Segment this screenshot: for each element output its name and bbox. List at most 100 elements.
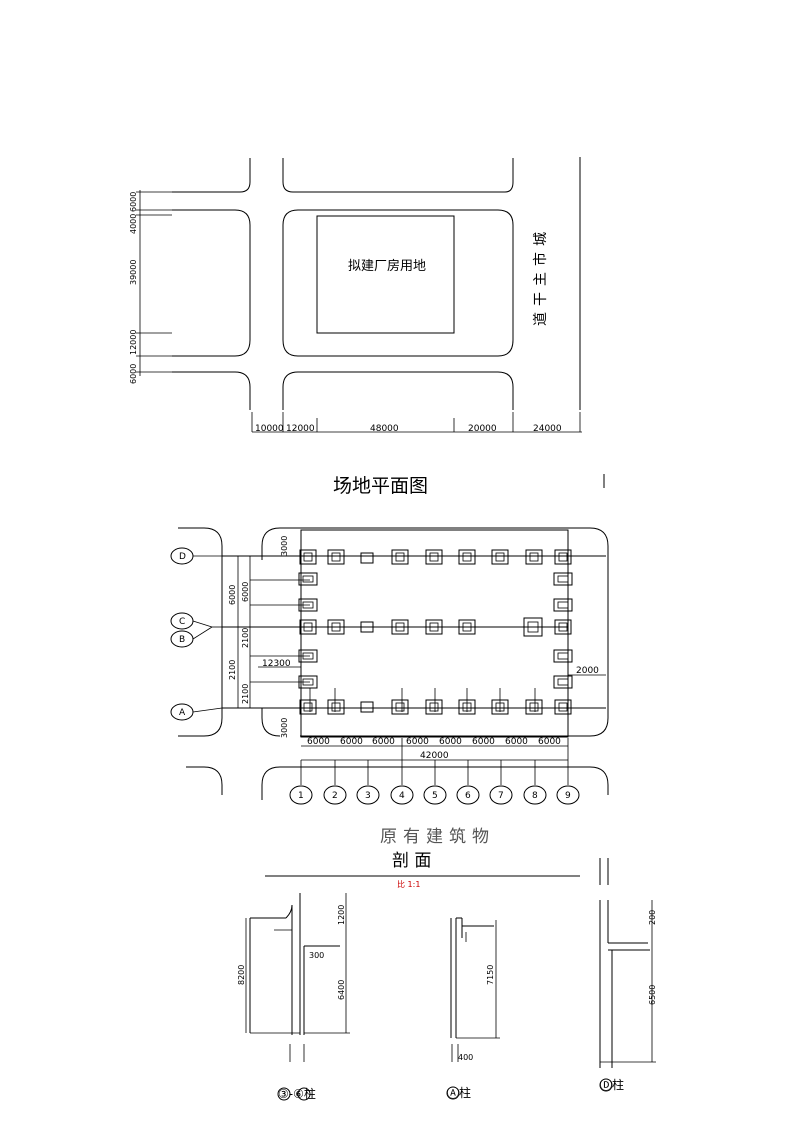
axis-bubble-9 [556,785,580,805]
section-column-3: 6500 200 Ⓓ柱 [599,858,657,1092]
axis-label: A [179,708,186,718]
dim-label: 7150 [486,965,495,985]
axis-label: 8 [532,791,538,801]
road-edge [178,527,223,737]
dim-label: 39000 [129,260,138,285]
axis-label: 1 [298,791,304,801]
dim-label: 2100 [241,628,250,648]
column-label: ③-⑥柱 [278,1086,316,1101]
columns-top-row [299,549,572,565]
axis-bubble-4 [390,785,414,805]
dim-label: 12300 [262,659,291,669]
columns-bottom-row [299,699,572,715]
axis-leader [192,620,213,628]
dim-label: 12000 [286,424,315,434]
road-label-char: 主 [533,272,549,286]
road-label-char: 干 [533,292,549,306]
section-column-2: 7150 400 Ⓐ柱 [446,917,500,1100]
dim-label: 400 [458,1053,473,1062]
road-edge [282,158,514,193]
dim-label: 1200 [337,905,346,925]
axis-label: 5 [432,791,438,801]
axis-bubble-3 [356,785,380,805]
axis-label: 2 [332,791,338,801]
axis-label: 6 [465,791,471,801]
row-axis-bubbles: D C B A [170,547,223,721]
road-label-char: 道 [533,312,549,326]
axis-label: C [179,617,185,627]
axis-bubble [446,1086,460,1100]
plot-rectangle [316,215,455,334]
column-axis-bubbles: 1 2 3 4 5 6 7 8 9 [289,738,580,805]
dim-label: 48000 [370,424,399,434]
dim-label: 42000 [420,751,449,761]
road-edge [280,766,609,795]
axis-bubble-1 [289,785,313,805]
dim-label: 4000 [129,214,138,234]
dim-label: 3000 [280,718,289,738]
dim-label: 6000 [307,737,330,747]
axis-label: 3 [365,791,371,801]
section-drawing: 剖 面 比 1:1 8200 6400 1200 300 ③-⑥柱 [237,851,657,1101]
axis-label: 4 [399,791,405,801]
dim-label: 20000 [468,424,497,434]
axis-bubble-2 [323,785,347,805]
axis-bubble [599,1078,613,1092]
floor-plan: D C B A 6000 6000 2100 2100 2100 3000 30… [170,527,609,847]
road-edge [261,766,281,800]
dim-label: 6000 [129,364,138,384]
axis-bubble [277,1087,291,1101]
columns-middle-row [299,617,572,637]
axis-bubble [297,1087,311,1101]
axis-label: 7 [498,791,504,801]
road-edge [282,371,514,410]
dim-label: 6000 [340,737,363,747]
dim-label: 6000 [538,737,561,747]
axis-bubble-8 [523,785,547,805]
axis-bubble-7 [489,785,513,805]
axis-label: 9 [565,791,571,801]
plot-label: 拟建厂房用地 [348,258,426,274]
section-column-1: 8200 6400 1200 300 ③-⑥柱 [237,893,350,1101]
section-subtitle: 比 1:1 [397,879,420,889]
road-edge [261,527,281,560]
dim-label: 6000 [406,737,429,747]
dim-label: 2000 [576,666,599,676]
site-plan: 拟建厂房用地 道 干 主 市 城 6000 4000 39000 12000 6… [129,157,605,497]
dim-label: 6000 [439,737,462,747]
dim-label: 12000 [129,330,138,355]
road-edge [186,766,223,795]
dim-label: 2100 [228,660,237,680]
dim-label: 6000 [505,737,528,747]
dim-label: 6000 [228,585,237,605]
existing-building-label: 原有建筑物 [380,827,495,847]
columns-side [298,572,573,689]
dim-label: 200 [648,910,657,925]
axis-label: B [179,635,185,645]
column-label: Ⓐ柱 [447,1085,471,1100]
road-edge [172,371,251,410]
dim-label: 3000 [280,536,289,556]
site-plan-title: 场地平面图 [333,475,428,497]
axis-label: D [179,552,186,562]
axis-leader [192,707,223,713]
dim-label: 24000 [533,424,562,434]
dim-label: 6000 [372,737,395,747]
road-edge [261,708,281,737]
road-label: 道 干 主 市 城 [532,232,549,326]
dim-label: 10000 [255,424,284,434]
column-label: Ⓓ柱 [600,1077,624,1092]
road-edge [172,158,251,193]
road-edge [280,527,609,737]
dim-label: 6500 [648,985,657,1005]
dim-label: 6000 [241,582,250,602]
road-label-char: 市 [532,252,549,266]
dim-label: 2100 [241,684,250,704]
dim-label: 6000 [472,737,495,747]
dim-label: 8200 [237,965,246,985]
road-edge [172,209,251,357]
section-title: 剖 面 [392,851,431,871]
dim-label: 6400 [337,980,346,1000]
block-outline [282,209,514,357]
